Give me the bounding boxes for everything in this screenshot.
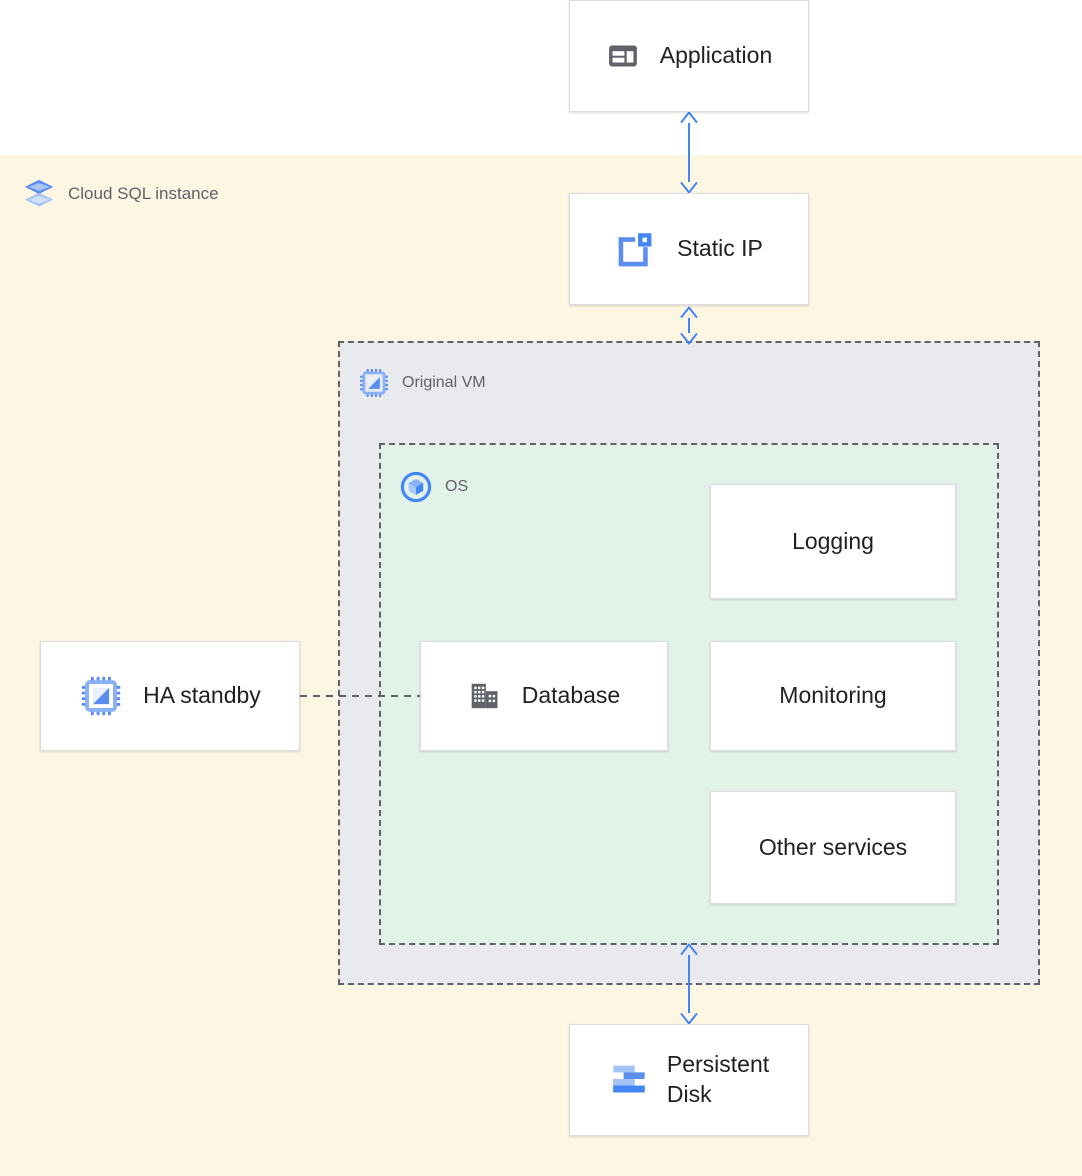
node-persistent-disk[interactable]: Persistent Disk [569,1024,809,1136]
node-label: Logging [792,527,874,554]
ha-standby-chip-icon [79,674,123,718]
zone-label-text: OS [445,478,469,495]
cloud-sql-layers-icon [22,177,56,211]
node-application[interactable]: Application [569,0,809,112]
node-label: Persistent Disk [666,1051,770,1107]
node-label: Database [521,682,621,709]
node-label: Application [659,42,773,69]
zone-label-os: OS [399,470,468,504]
static-ip-icon [615,228,657,270]
vm-chip-icon [358,367,390,399]
os-circle-icon [399,470,433,504]
node-label: HA standby [143,682,261,709]
node-static-ip[interactable]: Static IP [569,193,809,305]
node-label: Static IP [677,235,763,262]
node-database[interactable]: Database [420,641,668,751]
application-layout-icon [606,39,640,73]
persistent-disk-icon [609,1060,649,1100]
node-other-services[interactable]: Other services [710,791,956,904]
node-logging[interactable]: Logging [710,484,956,599]
zone-label-text: Original VM [402,374,486,391]
zone-label-text: Cloud SQL instance [68,184,219,203]
database-building-icon [468,679,502,713]
node-monitoring[interactable]: Monitoring [710,641,956,751]
node-label: Monitoring [779,682,887,709]
zone-label-original-vm: Original VM [358,367,486,399]
node-label: Other services [758,833,908,860]
node-ha-standby[interactable]: HA standby [40,641,300,751]
zone-label-cloud-sql-instance: Cloud SQL instance [22,177,219,211]
